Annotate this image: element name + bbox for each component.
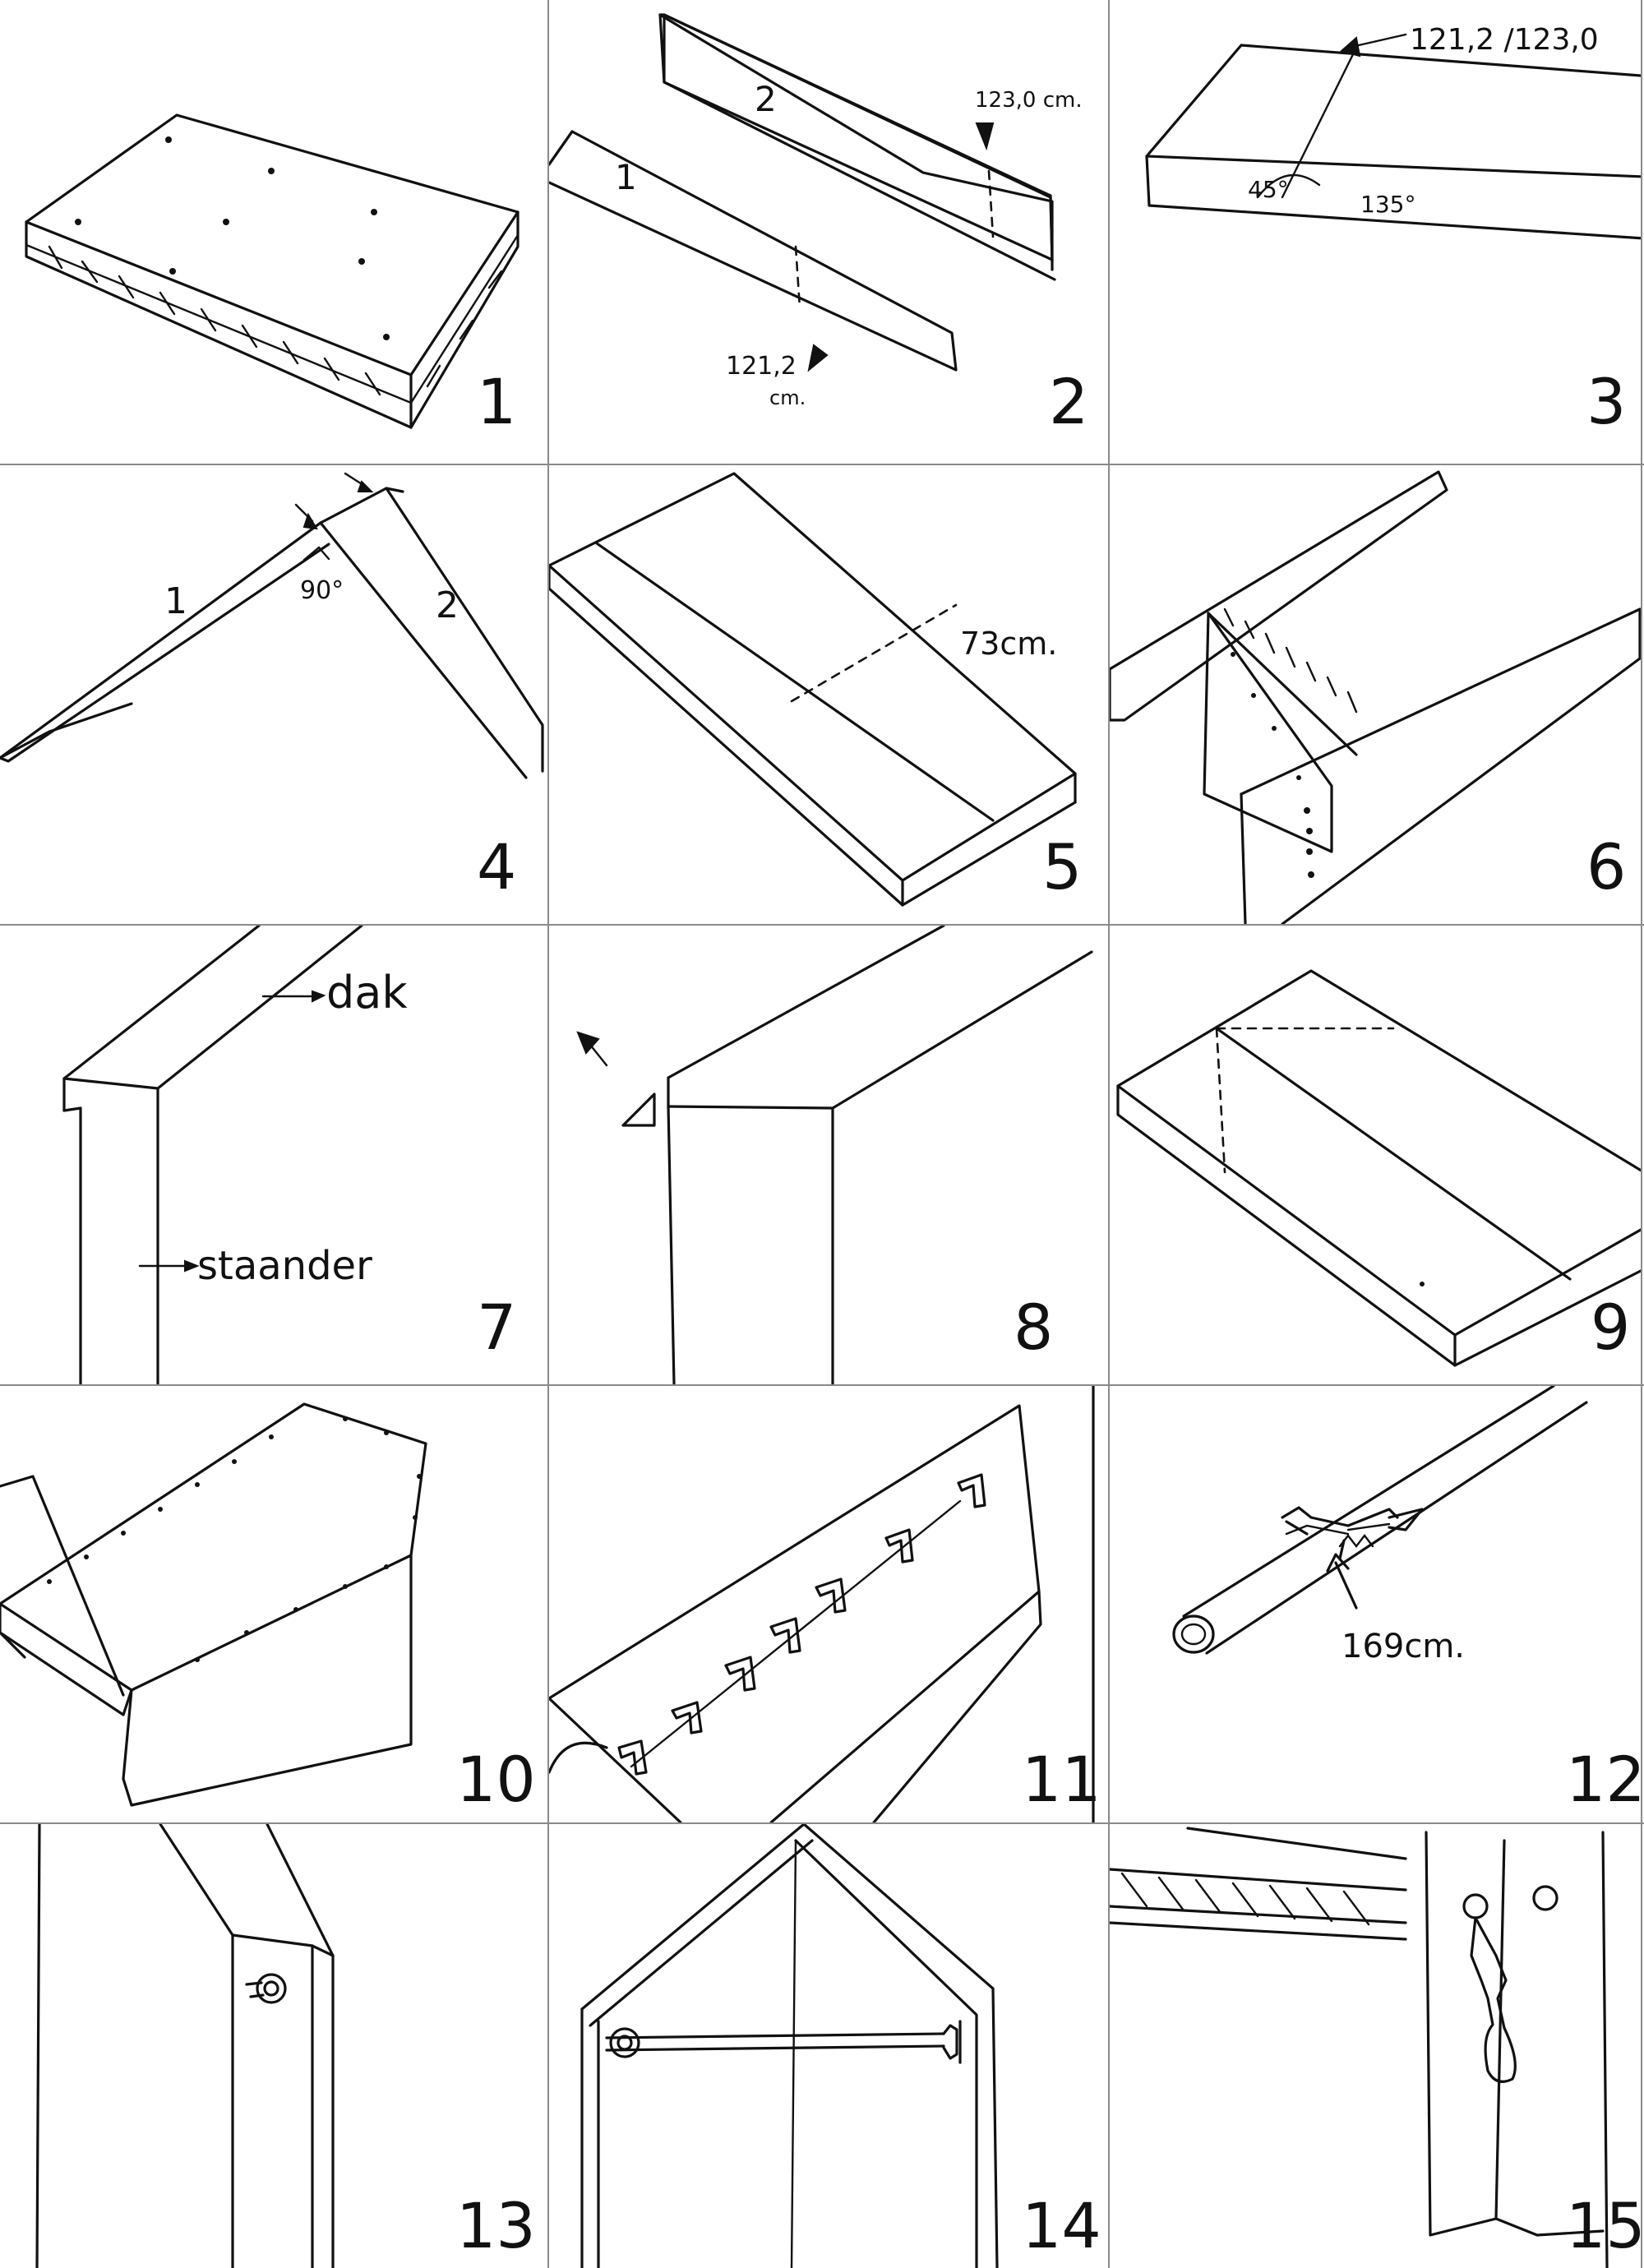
roof-panels-drawing: 10 <box>0 1402 536 1816</box>
step-number: 7 <box>477 1291 516 1364</box>
screw-icon <box>1462 1893 1489 1919</box>
step-number: 14 <box>1022 2189 1101 2262</box>
handle-drawing: 15 <box>1110 1827 1641 2268</box>
grid-divider <box>547 0 549 2268</box>
step-14-panel: 14 <box>549 1824 1108 2268</box>
board-label: 1 <box>615 157 637 197</box>
step-13-panel: 13 <box>0 1824 547 2268</box>
board-label: 1 <box>164 580 187 622</box>
step-4-panel: 1 2 90° 4 <box>0 465 547 924</box>
step-number: 1 <box>477 365 516 438</box>
bracket-icon <box>617 1473 986 1776</box>
step-11-panel: 11 <box>549 1386 1108 1822</box>
length-label: 169cm. <box>1342 1628 1465 1665</box>
handle-icon <box>1470 1916 1517 2083</box>
angled-cut-drawing: 45° 135° 121,2 /123,0 3 <box>1145 23 1641 438</box>
step-2-panel: 2 1 123,0 cm. 121,2 cm. 2 <box>549 0 1108 464</box>
stacked-boards-drawing: 1 <box>25 113 520 438</box>
brackets-drawing: 11 <box>549 1386 1101 1822</box>
step-number: 12 <box>1566 1743 1641 1816</box>
screw-icon <box>1532 1885 1559 1911</box>
step-number: 8 <box>1014 1291 1053 1364</box>
trim-corner-drawing: 8 <box>576 926 1093 1384</box>
step-6-panel: 6 <box>1110 465 1641 924</box>
grid-divider <box>0 464 1644 465</box>
step-3-panel: 45° 135° 121,2 /123,0 3 <box>1110 0 1641 464</box>
step-number: 10 <box>456 1743 536 1816</box>
step-12-panel: 169cm. 12 <box>1110 1386 1641 1822</box>
step-number: 4 <box>477 830 516 903</box>
grid-divider <box>0 924 1644 926</box>
part-label-upright: staander <box>197 1243 372 1289</box>
step-9-panel: 9 <box>1110 926 1641 1384</box>
cut-measurement: 121,2 /123,0 <box>1410 23 1599 57</box>
grid-divider <box>1641 0 1642 2268</box>
board-measure-drawing: 73cm. 5 <box>549 472 1082 907</box>
grid-divider <box>0 1822 1644 1824</box>
step-number: 9 <box>1591 1291 1630 1364</box>
step-number: 2 <box>1049 365 1088 438</box>
part-label-roof: dak <box>326 967 408 1019</box>
roof-joint-drawing: 1 2 90° 4 <box>0 472 544 903</box>
roof-and-upright-drawing: dak staander 7 <box>62 926 516 1384</box>
angle-label: 45° <box>1248 176 1289 203</box>
cut-measurement: 123,0 cm. <box>975 88 1083 113</box>
grid-divider <box>0 1384 1644 1386</box>
step-7-panel: dak staander 7 <box>0 926 547 1384</box>
frame-assembly-drawing: 6 <box>1110 470 1641 924</box>
two-boards-drawing: 2 1 123,0 cm. 121,2 cm. 2 <box>549 13 1088 438</box>
step-number: 3 <box>1586 365 1626 438</box>
step-number: 5 <box>1042 830 1082 903</box>
rod-mounted-drawing: 14 <box>580 1824 1101 2268</box>
grid-divider <box>1108 0 1110 2268</box>
step-5-panel: 73cm. 5 <box>549 465 1108 924</box>
step-number: 6 <box>1586 830 1626 903</box>
angle-label: 90° <box>300 576 344 605</box>
step-15-panel: 15 <box>1110 1824 1641 2268</box>
angle-label: 135° <box>1360 191 1415 218</box>
step-number: 11 <box>1022 1743 1101 1816</box>
rod-holder-drawing: 13 <box>35 1824 536 2268</box>
length-label: 73cm. <box>960 626 1057 662</box>
step-10-panel: 10 <box>0 1386 547 1822</box>
rod-holder-icon <box>609 2027 640 2058</box>
board-label: 2 <box>755 79 777 119</box>
board-marking-drawing: 9 <box>1116 969 1641 1367</box>
cut-measurement: 121,2 <box>726 352 797 381</box>
board-label: 2 <box>436 584 459 626</box>
step-number: 15 <box>1566 2189 1641 2262</box>
step-8-panel: 8 <box>549 926 1108 1384</box>
step-1-panel: 1 <box>0 0 547 464</box>
bolt-icon <box>256 1973 287 2004</box>
step-number: 13 <box>456 2189 536 2262</box>
rod-cut-drawing: 169cm. 12 <box>1172 1386 1641 1816</box>
cut-measurement-unit: cm. <box>769 386 806 409</box>
